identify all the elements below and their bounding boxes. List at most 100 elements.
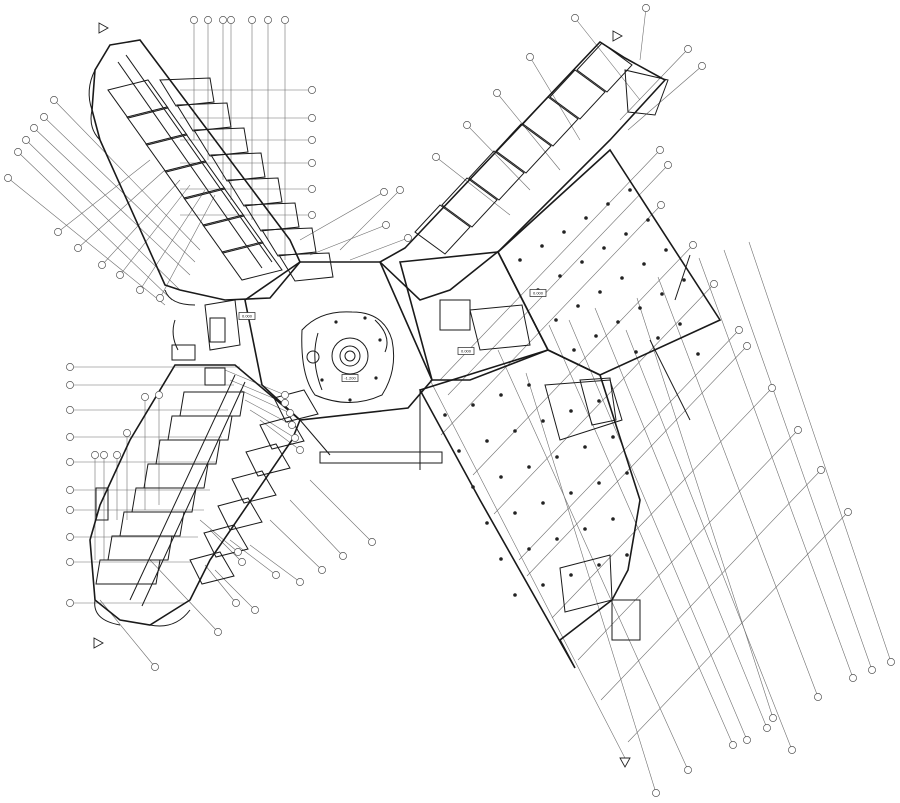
atrium-column-dot bbox=[378, 338, 382, 342]
structural-columns bbox=[320, 188, 700, 597]
column bbox=[584, 216, 588, 220]
ne-room bbox=[549, 69, 606, 120]
grid-bubble bbox=[769, 714, 777, 722]
grid-line bbox=[101, 179, 181, 266]
grid-bubble bbox=[868, 666, 876, 674]
center-room bbox=[469, 304, 531, 351]
grid-bubble bbox=[50, 96, 58, 104]
south-stair bbox=[579, 377, 617, 426]
grid-bubble bbox=[232, 599, 240, 607]
grid-bubble bbox=[116, 271, 124, 279]
column bbox=[471, 403, 475, 407]
atrium-column bbox=[306, 350, 320, 364]
link-stair bbox=[172, 319, 179, 351]
grid-bubble bbox=[743, 736, 751, 744]
column bbox=[527, 547, 531, 551]
nw-balcony bbox=[90, 109, 101, 141]
grid-bubble bbox=[219, 16, 227, 24]
link-block bbox=[204, 299, 241, 351]
column bbox=[611, 435, 615, 439]
grid-bubble bbox=[814, 693, 822, 701]
grid-line bbox=[249, 409, 296, 439]
grid-line bbox=[594, 307, 768, 729]
grid-bubble bbox=[123, 429, 131, 437]
grid-line bbox=[568, 319, 748, 741]
grid-line bbox=[159, 194, 216, 299]
section-markers bbox=[93, 22, 631, 768]
grid-bubble bbox=[264, 16, 272, 24]
sw-room bbox=[189, 551, 235, 585]
grid-line bbox=[627, 65, 703, 131]
grid-bubble bbox=[318, 566, 326, 574]
elevation-tag-box bbox=[341, 374, 359, 382]
grid-line bbox=[472, 244, 694, 476]
column bbox=[678, 322, 682, 326]
atrium-column-dot bbox=[348, 398, 352, 402]
grid-bubble bbox=[155, 391, 163, 399]
center-room bbox=[439, 299, 471, 331]
column bbox=[471, 485, 475, 489]
grid-line bbox=[639, 7, 647, 61]
grid-bubble bbox=[66, 486, 74, 494]
grid-line bbox=[625, 329, 793, 751]
column bbox=[597, 563, 601, 567]
column bbox=[562, 230, 566, 234]
ne-room bbox=[468, 150, 525, 201]
grid-line bbox=[466, 124, 531, 191]
grid-bubble bbox=[308, 136, 316, 144]
grid-axis-bubbles bbox=[4, 4, 895, 797]
column bbox=[642, 262, 646, 266]
column bbox=[485, 439, 489, 443]
sw-stair bbox=[95, 487, 109, 521]
sw-balcony bbox=[94, 599, 121, 626]
column bbox=[572, 348, 576, 352]
grid-line bbox=[493, 283, 715, 515]
grid-line bbox=[299, 191, 385, 241]
elevation-tag-text: 0.000 bbox=[242, 314, 253, 319]
grid-line bbox=[619, 48, 689, 121]
building-walls bbox=[88, 39, 722, 669]
link-room bbox=[171, 344, 196, 361]
grid-bubble bbox=[743, 342, 751, 350]
grid-line bbox=[439, 149, 661, 381]
atrium-column-dot bbox=[320, 378, 324, 382]
grid-bubble bbox=[30, 124, 38, 132]
column bbox=[513, 429, 517, 433]
column bbox=[485, 521, 489, 525]
grid-bubble bbox=[642, 4, 650, 12]
grid-line bbox=[309, 224, 387, 256]
grid-bubble bbox=[272, 571, 280, 579]
grid-bubble bbox=[526, 53, 534, 61]
grid-line bbox=[249, 544, 301, 583]
nw-room bbox=[244, 202, 300, 232]
east-stair bbox=[674, 254, 691, 301]
column bbox=[513, 511, 517, 515]
sw-balcony bbox=[149, 609, 191, 627]
grid-bubble bbox=[432, 153, 440, 161]
nw-room bbox=[261, 227, 317, 257]
grid-bubble bbox=[281, 16, 289, 24]
elevation-tag: 0.000 bbox=[238, 312, 256, 320]
grid-bubble bbox=[227, 16, 235, 24]
elevator-box bbox=[209, 317, 226, 343]
elevation-tag-text: -1.200 bbox=[344, 376, 356, 381]
grid-bubble bbox=[251, 606, 259, 614]
grid-line bbox=[53, 99, 201, 251]
grid-bubble bbox=[98, 261, 106, 269]
grid-bubble bbox=[308, 114, 316, 122]
grid-line bbox=[77, 169, 166, 249]
atrium-fountain-core bbox=[344, 350, 356, 362]
section-marker-s bbox=[619, 757, 631, 768]
south-core bbox=[544, 379, 623, 441]
column bbox=[616, 320, 620, 324]
grid-bubble bbox=[698, 62, 706, 70]
grid-bubble bbox=[248, 16, 256, 24]
grid-bubble bbox=[234, 548, 242, 556]
sw-stair-top bbox=[204, 367, 226, 386]
sw-room bbox=[273, 389, 319, 423]
column bbox=[611, 517, 615, 521]
grid-bubble bbox=[735, 326, 743, 334]
grid-line bbox=[309, 479, 373, 543]
grid-bubble bbox=[308, 211, 316, 219]
